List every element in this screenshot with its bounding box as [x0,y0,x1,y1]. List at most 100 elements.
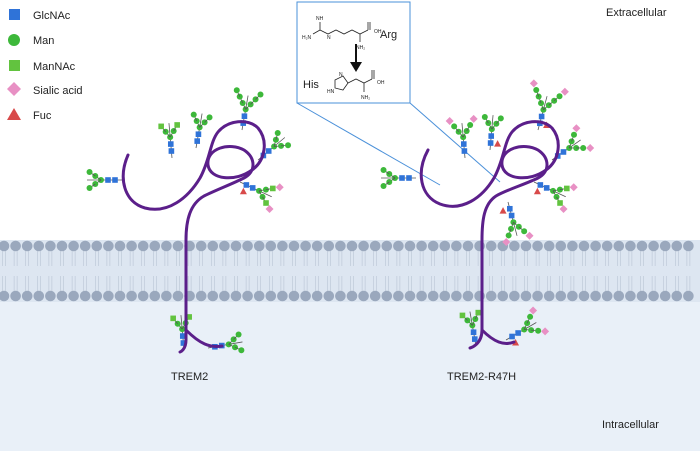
inset-box [296,1,411,104]
glcnac-icon [180,340,187,346]
lipid-head [381,240,393,252]
lipid-head [277,290,288,302]
lipid-head [451,290,462,302]
mannac-icon [475,309,482,316]
lipid-head [346,290,358,302]
glcnac-icon [460,141,467,147]
man-icon [521,228,528,235]
lipid-head [323,240,335,252]
lipid-head [683,290,694,302]
glcnac-icon [399,175,405,181]
lipid-head [485,240,497,252]
lipid-head [335,290,346,302]
mutation-arrow-head [350,62,362,72]
sialic-acid-icon [529,79,538,88]
man-legend-icon [8,34,20,46]
mannac-icon [170,315,176,322]
arg-residue-label: Arg [380,29,397,41]
glcnac-icon [241,113,248,120]
lipid-head [358,240,369,252]
glcnac-icon [471,336,478,342]
trem2-chain [121,120,266,354]
man-icon [380,166,387,173]
glcnac-icon [488,133,495,139]
glcnac-icon [195,131,202,138]
lipid-head [497,290,509,302]
sialic-acid-icon [560,87,569,96]
glycan-tree [481,113,504,151]
lipid-head [288,290,300,302]
sialic-acid-icon [541,327,550,336]
mannac-icon [174,122,180,128]
lipid-head [21,290,33,302]
lipid-head [567,240,578,252]
mannac-icon [564,185,570,192]
man-icon [556,93,563,100]
lipid-head [671,290,683,302]
lipid-head [137,290,149,302]
trem2-label: TREM2 [171,371,208,383]
mannac-icon [557,200,563,206]
lipid-head [126,240,137,252]
glycan-tree [459,309,482,347]
lipid-head [613,290,625,302]
lipid-head [161,240,172,252]
lipid-head [10,290,21,302]
lipid-head [335,240,346,252]
lipid-head [172,240,184,252]
man-icon [467,121,474,128]
lipid-head [648,240,659,252]
lipid-head [578,290,590,302]
trem2-chain-tail [184,328,224,348]
glycan-tree [499,201,534,247]
legend-sialic-acid-label: Sialic acid [33,85,83,97]
man-icon [380,183,387,190]
fuc-icon [239,187,247,195]
lipid-head [207,290,219,302]
glycan-tree [190,111,213,149]
glycan-tree [505,306,550,346]
lipid-head [439,240,451,252]
arg-n-label: N [327,35,331,41]
lipid-head [636,240,648,252]
lipid-head [659,240,671,252]
lipid-head [103,240,114,252]
lipid-head [253,290,265,302]
lipid-head [300,290,311,302]
sialic-acid-icon [445,116,454,125]
lipid-head [323,290,335,302]
man-icon [535,327,542,334]
arg-oh-label: OH [374,29,382,35]
lipid-head [393,290,404,302]
man-icon [481,113,488,120]
lipid-head [462,290,474,302]
lipid-head [590,240,601,252]
sialic-acid-icon [569,183,578,192]
man-icon [527,313,534,320]
lipid-bilayer [0,240,694,302]
lipid-head [126,290,137,302]
arginine-structure [312,22,371,42]
glycan-layer [86,79,595,354]
man-icon [570,131,577,138]
lipid-head [149,290,161,302]
man-icon [580,144,587,151]
man-icon [86,185,93,192]
lipid-head [601,290,613,302]
lipid-head [300,240,311,252]
lipid-head [659,290,671,302]
glycan-tree [158,122,180,159]
lipid-head [265,240,277,252]
man-icon [451,123,458,130]
trem2-r47h-chain [419,120,560,350]
trem2-r47h-label: TREM2-R47H [447,371,516,383]
lipid-head [253,240,265,252]
his-hn-label: HN [327,89,335,95]
mannac-legend-icon [9,60,20,71]
lipid-head [33,290,45,302]
lipid-head [0,240,10,252]
lipid-head [578,240,590,252]
sialic-acid-icon [559,205,568,214]
lipid-head [439,290,451,302]
